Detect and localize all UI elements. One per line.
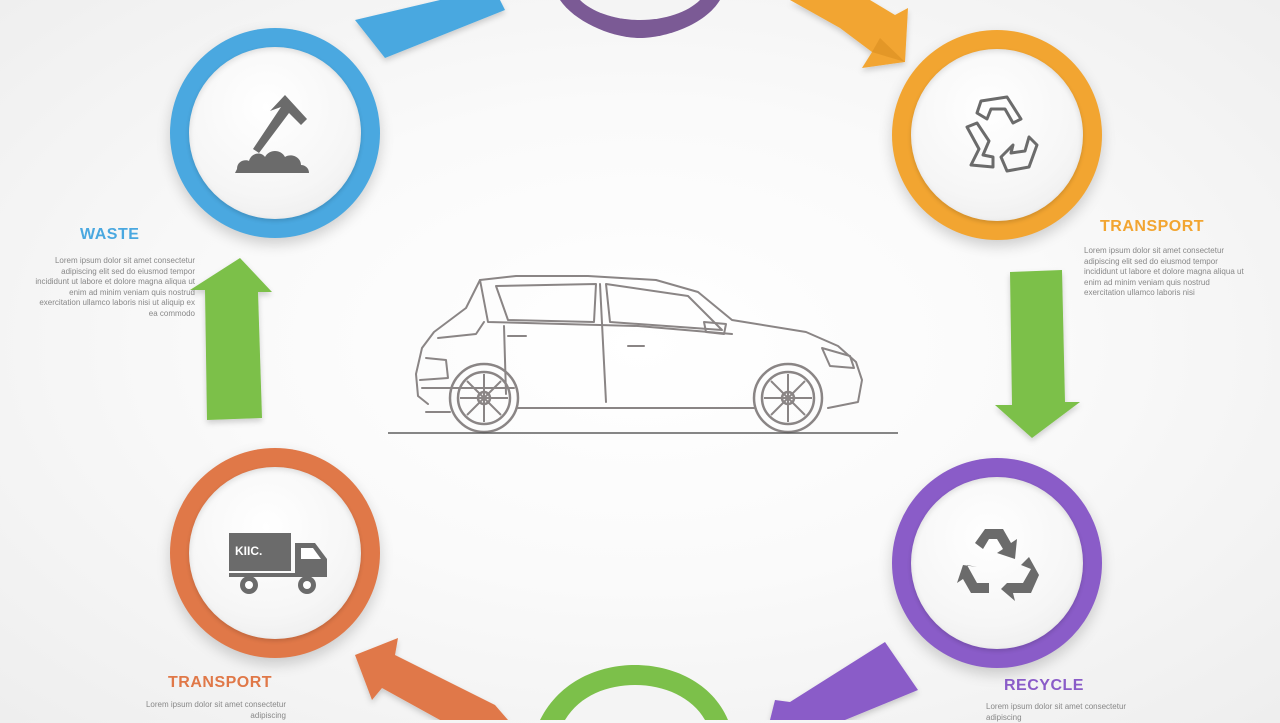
text-recycle: Lorem ipsum dolor sit amet consectetur a… — [986, 702, 1127, 722]
label-recycle-outline: TRANSPORT — [1100, 218, 1205, 235]
recycle-icon — [957, 529, 1039, 601]
label-mining: WASTE — [80, 226, 140, 243]
node-transport-inner: KIIC. — [189, 467, 361, 639]
text-recycle-outline: Lorem ipsum dolor sit amet consectetur a… — [1084, 246, 1244, 297]
mining-pickaxe-icon — [235, 95, 309, 173]
node-recycle-outline-inner — [911, 49, 1083, 221]
delivery-truck-icon: KIIC. — [229, 533, 327, 594]
node-mining-inner — [189, 47, 361, 219]
label-transport: TRANSPORT — [168, 674, 273, 691]
arrow-blue — [355, 0, 505, 58]
node-transport: KIIC. — [170, 448, 380, 658]
car-outline-icon — [388, 275, 898, 434]
label-recycle: RECYCLE — [1004, 677, 1084, 694]
node-recycle-outline — [892, 30, 1102, 240]
arrow-green-left — [190, 258, 272, 420]
arrow-green-right — [995, 270, 1080, 438]
arrow-purple — [770, 642, 918, 720]
text-transport: Lorem ipsum dolor sit amet consectetur a… — [145, 700, 286, 720]
recycle-outline-icon — [965, 95, 1039, 173]
node-recycle-inner — [911, 477, 1083, 649]
node-recycle — [892, 458, 1102, 668]
truck-text: KIIC. — [235, 544, 262, 558]
arrow-orange — [790, 0, 908, 68]
arrow-red-orange — [355, 638, 508, 720]
text-mining: Lorem ipsum dolor sit amet consectetur a… — [35, 256, 195, 318]
node-mining — [170, 28, 380, 238]
